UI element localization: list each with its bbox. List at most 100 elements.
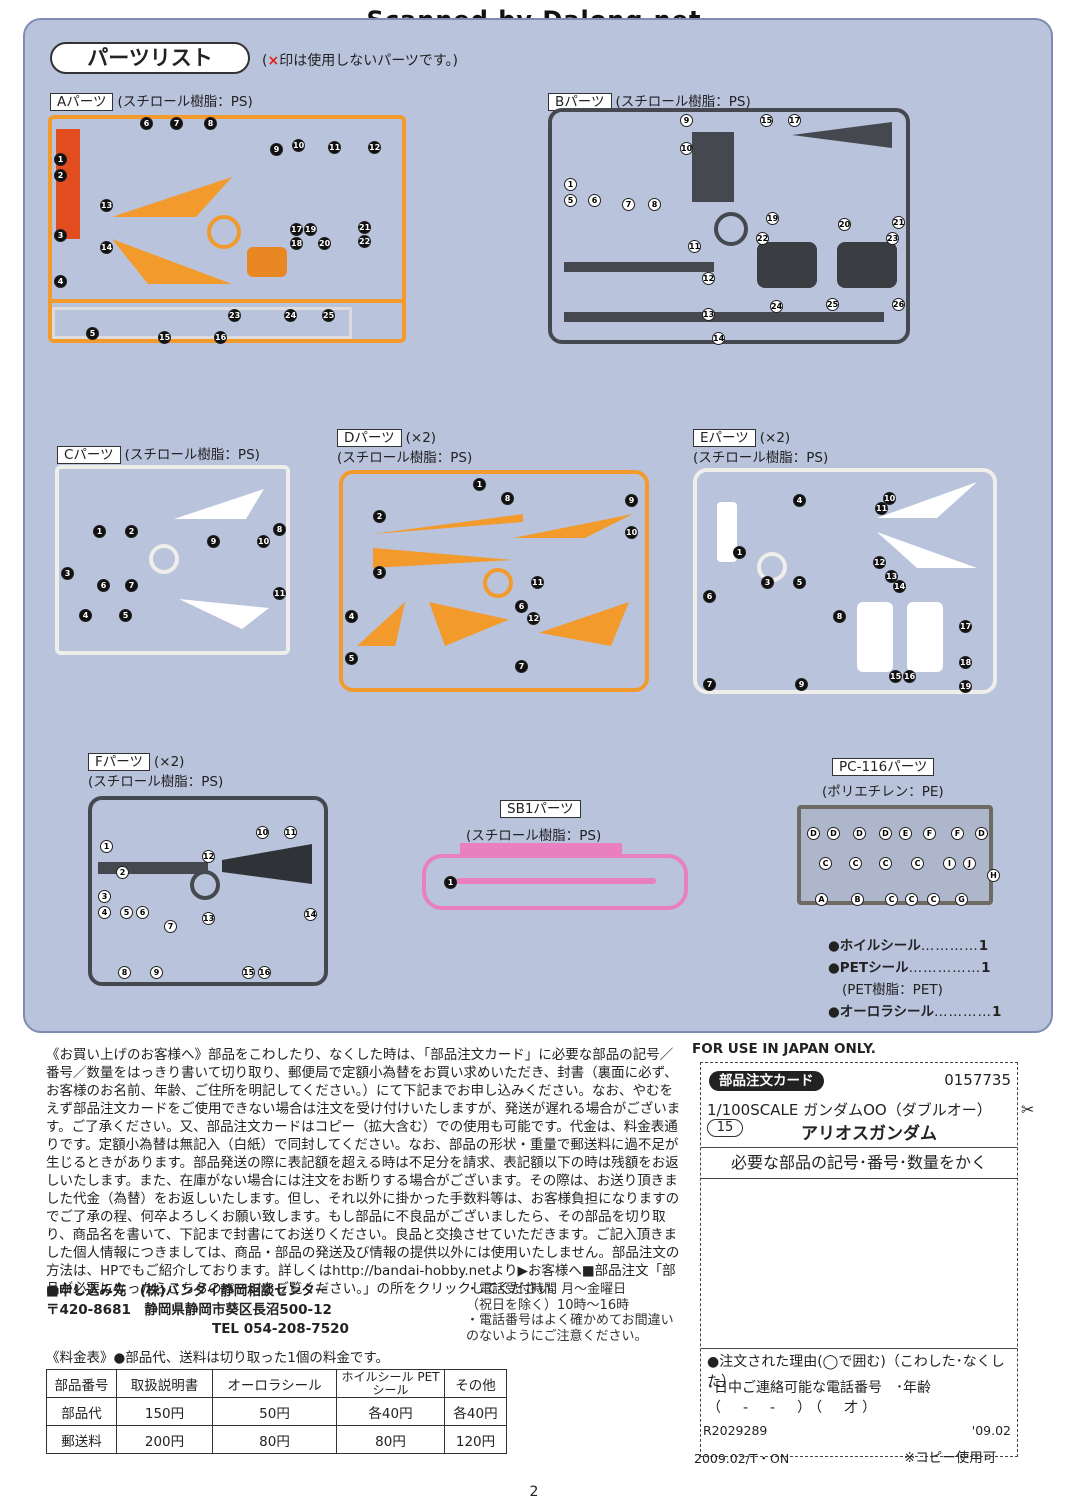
runner-pc-label: PC-116パーツ: [832, 758, 938, 776]
fee-cell: 各40円: [336, 1397, 445, 1426]
runner-d: 1 2 3 4 5 6 7 8 9 10 11 12: [339, 470, 649, 692]
part-num: 16: [258, 966, 271, 979]
runner-b-label: Bパーツ(スチロール樹脂：PS): [548, 90, 751, 111]
runner-f-hub: [190, 870, 220, 900]
part-num: 10: [256, 826, 269, 839]
part-num: 2: [373, 510, 386, 523]
part-num: 10: [257, 535, 270, 548]
part-num: 15: [889, 670, 902, 683]
part-num: C: [819, 857, 832, 870]
part-num: 14: [893, 580, 906, 593]
part-num: 15: [158, 331, 171, 344]
part-num: 12: [527, 612, 540, 625]
runner-a: 1 2 3 4 5 6 7 8 9 10 11 12 13 14 15 16 1…: [48, 115, 406, 344]
part-num: 11: [284, 826, 297, 839]
runner-e: 1 3 4 5 6 7 8 9 10 11 12 13 14 15 16 17 …: [693, 468, 997, 694]
part-num: 6: [515, 600, 528, 613]
part-num: 9: [680, 114, 693, 127]
part-num: 7: [164, 920, 177, 933]
part-num: 18: [959, 656, 972, 669]
runner-f: 1 2 3 4 5 6 7 8 9 10 11 12 13 14 15 16: [88, 796, 328, 986]
parts-list-title: パーツリスト: [50, 42, 250, 74]
runner-e-leg-2: [907, 602, 943, 672]
part-num: 6: [136, 906, 149, 919]
part-num: J: [963, 857, 976, 870]
part-num: 4: [793, 494, 806, 507]
part-num: 2: [54, 169, 67, 182]
phone-age-field: （ - - ）（ 才）: [707, 1400, 881, 1416]
part-num: 9: [150, 966, 163, 979]
part-num: 19: [959, 680, 972, 693]
fee-cell: 80円: [336, 1425, 445, 1454]
fee-header: ホイルシール PETシール: [336, 1369, 445, 1398]
parts-order-card: 部品注文カード 0157735 1/100SCALE ガンダムOO（ダブルオー）…: [700, 1062, 1018, 1457]
runner-d-wing-3: [539, 602, 629, 646]
japan-only-note: FOR USE IN JAPAN ONLY.: [692, 1041, 876, 1057]
part-num: 5: [119, 609, 132, 622]
part-num: 3: [61, 567, 74, 580]
part-num: 2: [116, 866, 129, 879]
kit-name: アリオスガンダム: [801, 1124, 937, 1144]
fee-cell: 80円: [212, 1425, 337, 1454]
part-num: D: [975, 827, 988, 840]
fee-header: オーロラシール: [212, 1369, 337, 1398]
fee-cell: 120円: [444, 1425, 507, 1454]
part-num: 7: [125, 579, 138, 592]
page-number: 2: [529, 1484, 539, 1500]
runner-e-blade-2: [877, 532, 977, 568]
seal-list: ●ホイルシール…………1 ●PETシール……………1 (PET樹脂：PET) ●…: [828, 935, 1001, 1023]
fee-cell: 部品代: [46, 1397, 117, 1426]
phone-hours: ・電話受付時間 月～金曜日 （祝日を除く）10時～16時 ・電話番号はよく確かめ…: [466, 1282, 674, 1344]
runner-c: 1 2 3 4 5 6 7 8 9 10 11: [55, 465, 290, 655]
part-num: 1: [100, 840, 113, 853]
part-num: 1: [93, 525, 106, 538]
runner-sb1-material: (スチロール樹脂：PS): [466, 828, 602, 844]
runner-b-rifle: [564, 262, 714, 272]
part-num: 3: [373, 566, 386, 579]
runner-b-hub: [714, 212, 748, 246]
part-num: 18: [290, 237, 303, 250]
part-num: 7: [515, 660, 528, 673]
part-num: 1: [473, 478, 486, 491]
part-num: 9: [795, 678, 808, 691]
part-num: 12: [702, 272, 715, 285]
part-num: F: [951, 827, 964, 840]
part-num: 13: [885, 570, 898, 583]
part-num: 23: [886, 232, 899, 245]
fee-cell: 各40円: [444, 1397, 507, 1426]
runner-b-rifle-2: [564, 312, 884, 322]
runner-c-arm-plate: [174, 489, 264, 519]
part-num: 7: [170, 117, 183, 130]
runner-d-hub: [483, 568, 513, 598]
contact-address: ■申し込み先 (株)バンダイ静岡相談センター 〒420-8681 静岡県静岡市葵…: [46, 1283, 349, 1337]
part-num: 9: [625, 494, 638, 507]
part-num: 17: [290, 223, 303, 236]
part-num: 3: [761, 576, 774, 589]
part-num: 6: [97, 579, 110, 592]
runner-f-label: Fパーツ(×2)(スチロール樹脂：PS): [88, 753, 224, 790]
part-num: 21: [892, 216, 905, 229]
part-num: 3: [98, 890, 111, 903]
part-num: 12: [202, 850, 215, 863]
fee-table: 部品番号 取扱説明書 オーロラシール ホイルシール PETシール その他 部品代…: [46, 1369, 507, 1454]
order-card-title: 部品注文カード: [709, 1071, 824, 1091]
part-num: 8: [204, 117, 217, 130]
order-instructions: 《お買い上げのお客様へ》部品をこわしたり、なくした時は、「部品注文カード」に必要…: [46, 1047, 681, 1297]
part-num: C: [927, 893, 940, 906]
print-code: 2009.02/T・ON: [694, 1451, 790, 1466]
part-num: D: [879, 827, 892, 840]
runner-e-block: [717, 502, 737, 562]
part-num: 4: [54, 275, 67, 288]
runner-e-leg-1: [857, 602, 893, 672]
runner-sb1-top-tab: [460, 843, 622, 855]
part-num: 11: [531, 576, 544, 589]
part-num: 20: [838, 218, 851, 231]
unused-mark: ×: [267, 53, 280, 69]
runner-sb1-label: SB1パーツ: [500, 800, 585, 818]
part-num: C: [905, 893, 918, 906]
runner-b-feet-2: [837, 242, 897, 288]
runner-b: 9 10 11 12 13 14 15 17 19 20 21 22 23 24…: [548, 108, 910, 345]
part-num: 22: [756, 232, 769, 245]
part-num: 13: [100, 199, 113, 212]
seal-item: (PET樹脂：PET): [842, 982, 943, 998]
